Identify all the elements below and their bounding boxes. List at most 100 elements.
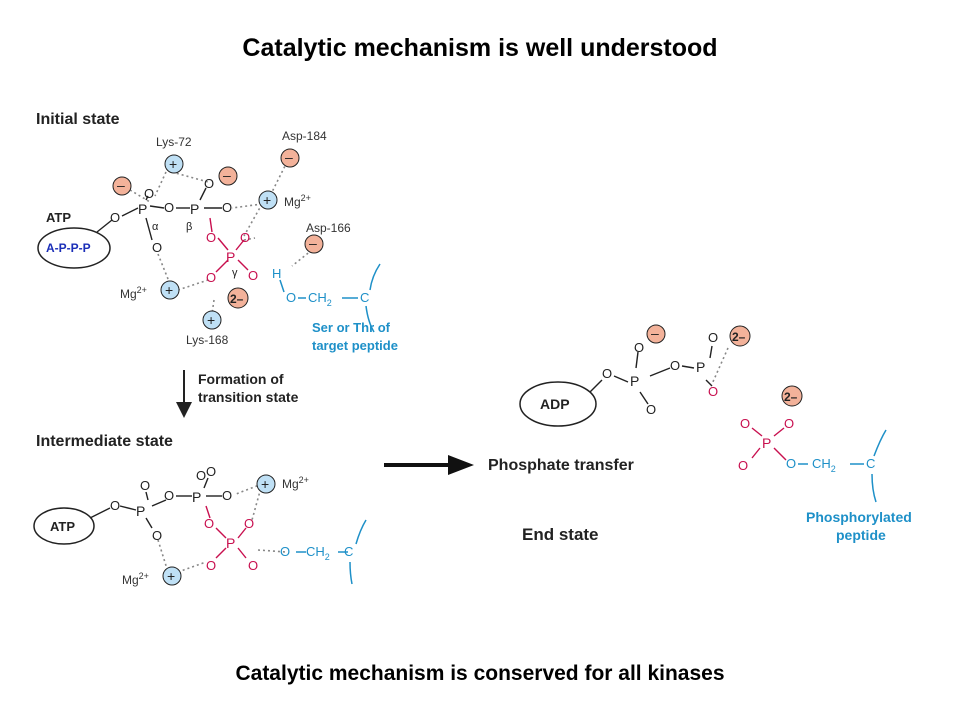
lys168-label: Lys-168 bbox=[186, 333, 229, 347]
asp166-label: Asp-166 bbox=[306, 221, 351, 235]
minus-sign: – bbox=[117, 177, 125, 193]
atom-p: P bbox=[226, 535, 235, 551]
atom-p: P bbox=[136, 503, 145, 519]
phosphorylated-peptide-bonds bbox=[798, 429, 887, 503]
initial-state-heading: Initial state bbox=[36, 111, 120, 128]
mg-label: Mg2+ bbox=[284, 193, 311, 209]
intermediate-charges: + + bbox=[162, 474, 276, 586]
atom-c: C bbox=[344, 544, 353, 559]
atom-o: O bbox=[240, 230, 250, 245]
atom-o: O bbox=[152, 240, 162, 255]
phosphate-transfer-label: Phosphate transfer bbox=[488, 457, 634, 474]
intermediate-black-bonds bbox=[89, 477, 222, 529]
atom-o: O bbox=[206, 558, 216, 573]
transferred-phosphate-atoms: O O P O bbox=[738, 416, 794, 473]
atom-o: O bbox=[110, 210, 120, 225]
asp184-label: Asp-184 bbox=[282, 129, 327, 143]
atom-o: O bbox=[280, 544, 290, 559]
atom-o: O bbox=[204, 176, 214, 191]
atom-o: O bbox=[222, 488, 232, 503]
two-minus-charge bbox=[227, 287, 249, 309]
target-peptide-atoms: H O CH2 C Ser or Thr of target peptide bbox=[272, 266, 398, 353]
plus-sign: + bbox=[167, 568, 175, 584]
initial-black-bonds bbox=[96, 187, 222, 241]
minus-charge-asp166 bbox=[304, 234, 324, 254]
atom-o: O bbox=[244, 516, 254, 531]
ch2-group: CH2 bbox=[308, 290, 332, 308]
adp-red-oxygen: O bbox=[708, 384, 718, 399]
minus-charge bbox=[112, 176, 132, 196]
plus-charge-mg bbox=[256, 474, 276, 494]
atom-o: O bbox=[140, 478, 150, 493]
intermediate-black-atoms: O P O O O P O O O bbox=[110, 464, 232, 543]
atp-label-intermediate: ATP bbox=[50, 519, 75, 534]
atom-o: O bbox=[786, 456, 796, 471]
phosphorylated-peptide-atoms: O CH2 C Phosphorylated peptide bbox=[786, 456, 912, 543]
atom-o: O bbox=[204, 516, 214, 531]
plus-sign: + bbox=[165, 282, 173, 298]
atom-o: O bbox=[784, 416, 794, 431]
atom-p-alpha: P bbox=[138, 201, 147, 217]
initial-black-atoms: O P α O O O P β O O bbox=[110, 176, 232, 255]
atom-o: O bbox=[206, 464, 216, 479]
atom-p-beta: P bbox=[190, 201, 199, 217]
gamma-phosphate-bonds bbox=[209, 217, 249, 273]
atom-o: O bbox=[670, 358, 680, 373]
atom-o: O bbox=[144, 186, 154, 201]
plus-sign: + bbox=[207, 312, 215, 328]
plus-charge-mg bbox=[162, 566, 182, 586]
atom-o: O bbox=[248, 558, 258, 573]
two-minus-charge bbox=[729, 325, 751, 347]
atom-h: H bbox=[272, 266, 281, 281]
lys72-label: Lys-72 bbox=[156, 135, 192, 149]
atom-o: O bbox=[164, 488, 174, 503]
adp-bonds bbox=[589, 345, 713, 405]
target-peptide-bonds bbox=[279, 263, 381, 333]
plus-sign: + bbox=[261, 476, 269, 492]
atom-p-gamma: P bbox=[226, 249, 235, 265]
plus-charge-mg bbox=[160, 280, 180, 300]
atom-o: O bbox=[110, 498, 120, 513]
transition-line-1: Formation of bbox=[198, 371, 284, 387]
atom-p: P bbox=[762, 435, 771, 451]
two-minus-label: 2– bbox=[784, 390, 798, 404]
atp-ellipse bbox=[37, 227, 111, 269]
alpha-label: α bbox=[152, 221, 159, 233]
slide-title: Catalytic mechanism is well understood bbox=[242, 34, 718, 62]
atom-o: O bbox=[740, 416, 750, 431]
atom-o: O bbox=[602, 366, 612, 381]
plus-charge-lys72 bbox=[164, 154, 184, 174]
adp-atoms: O P O O O P O bbox=[602, 330, 718, 417]
intermediate-peptide-atoms: O CH2 C bbox=[280, 544, 353, 562]
atp-chain-label: A-P-P-P bbox=[46, 241, 91, 255]
atom-o: O bbox=[152, 528, 162, 543]
atom-p: P bbox=[192, 489, 201, 505]
end-state-heading: End state bbox=[522, 525, 599, 544]
atom-o: O bbox=[286, 290, 296, 305]
adp-label: ADP bbox=[540, 396, 570, 412]
minus-sign: – bbox=[285, 149, 293, 165]
minus-charge bbox=[646, 324, 666, 344]
phosphate-transfer-arrowhead bbox=[448, 455, 474, 475]
end-charges: – 2– 2– bbox=[646, 324, 803, 407]
atom-o: O bbox=[206, 230, 216, 245]
intermediate-state-heading: Intermediate state bbox=[36, 433, 173, 450]
mg-label: Mg2+ bbox=[122, 571, 149, 587]
atom-o: O bbox=[248, 268, 258, 283]
atom-c: C bbox=[866, 456, 875, 471]
minus-charge-asp184 bbox=[280, 148, 300, 168]
atp-ellipse-intermediate bbox=[33, 507, 95, 545]
two-minus-charge bbox=[781, 385, 803, 407]
initial-dotted-interactions bbox=[129, 161, 313, 315]
atom-o: O bbox=[646, 402, 656, 417]
product-line-2: peptide bbox=[836, 527, 886, 543]
atp-label: ATP bbox=[46, 210, 71, 225]
atom-o: O bbox=[222, 200, 232, 215]
transition-line-2: transition state bbox=[198, 389, 299, 405]
minus-sign: – bbox=[651, 325, 659, 341]
target-line-1: Ser or Thr of bbox=[312, 320, 391, 335]
plus-sign: + bbox=[169, 156, 177, 172]
intermediate-peptide-bonds bbox=[296, 519, 367, 585]
two-minus-label: 2– bbox=[230, 292, 244, 306]
